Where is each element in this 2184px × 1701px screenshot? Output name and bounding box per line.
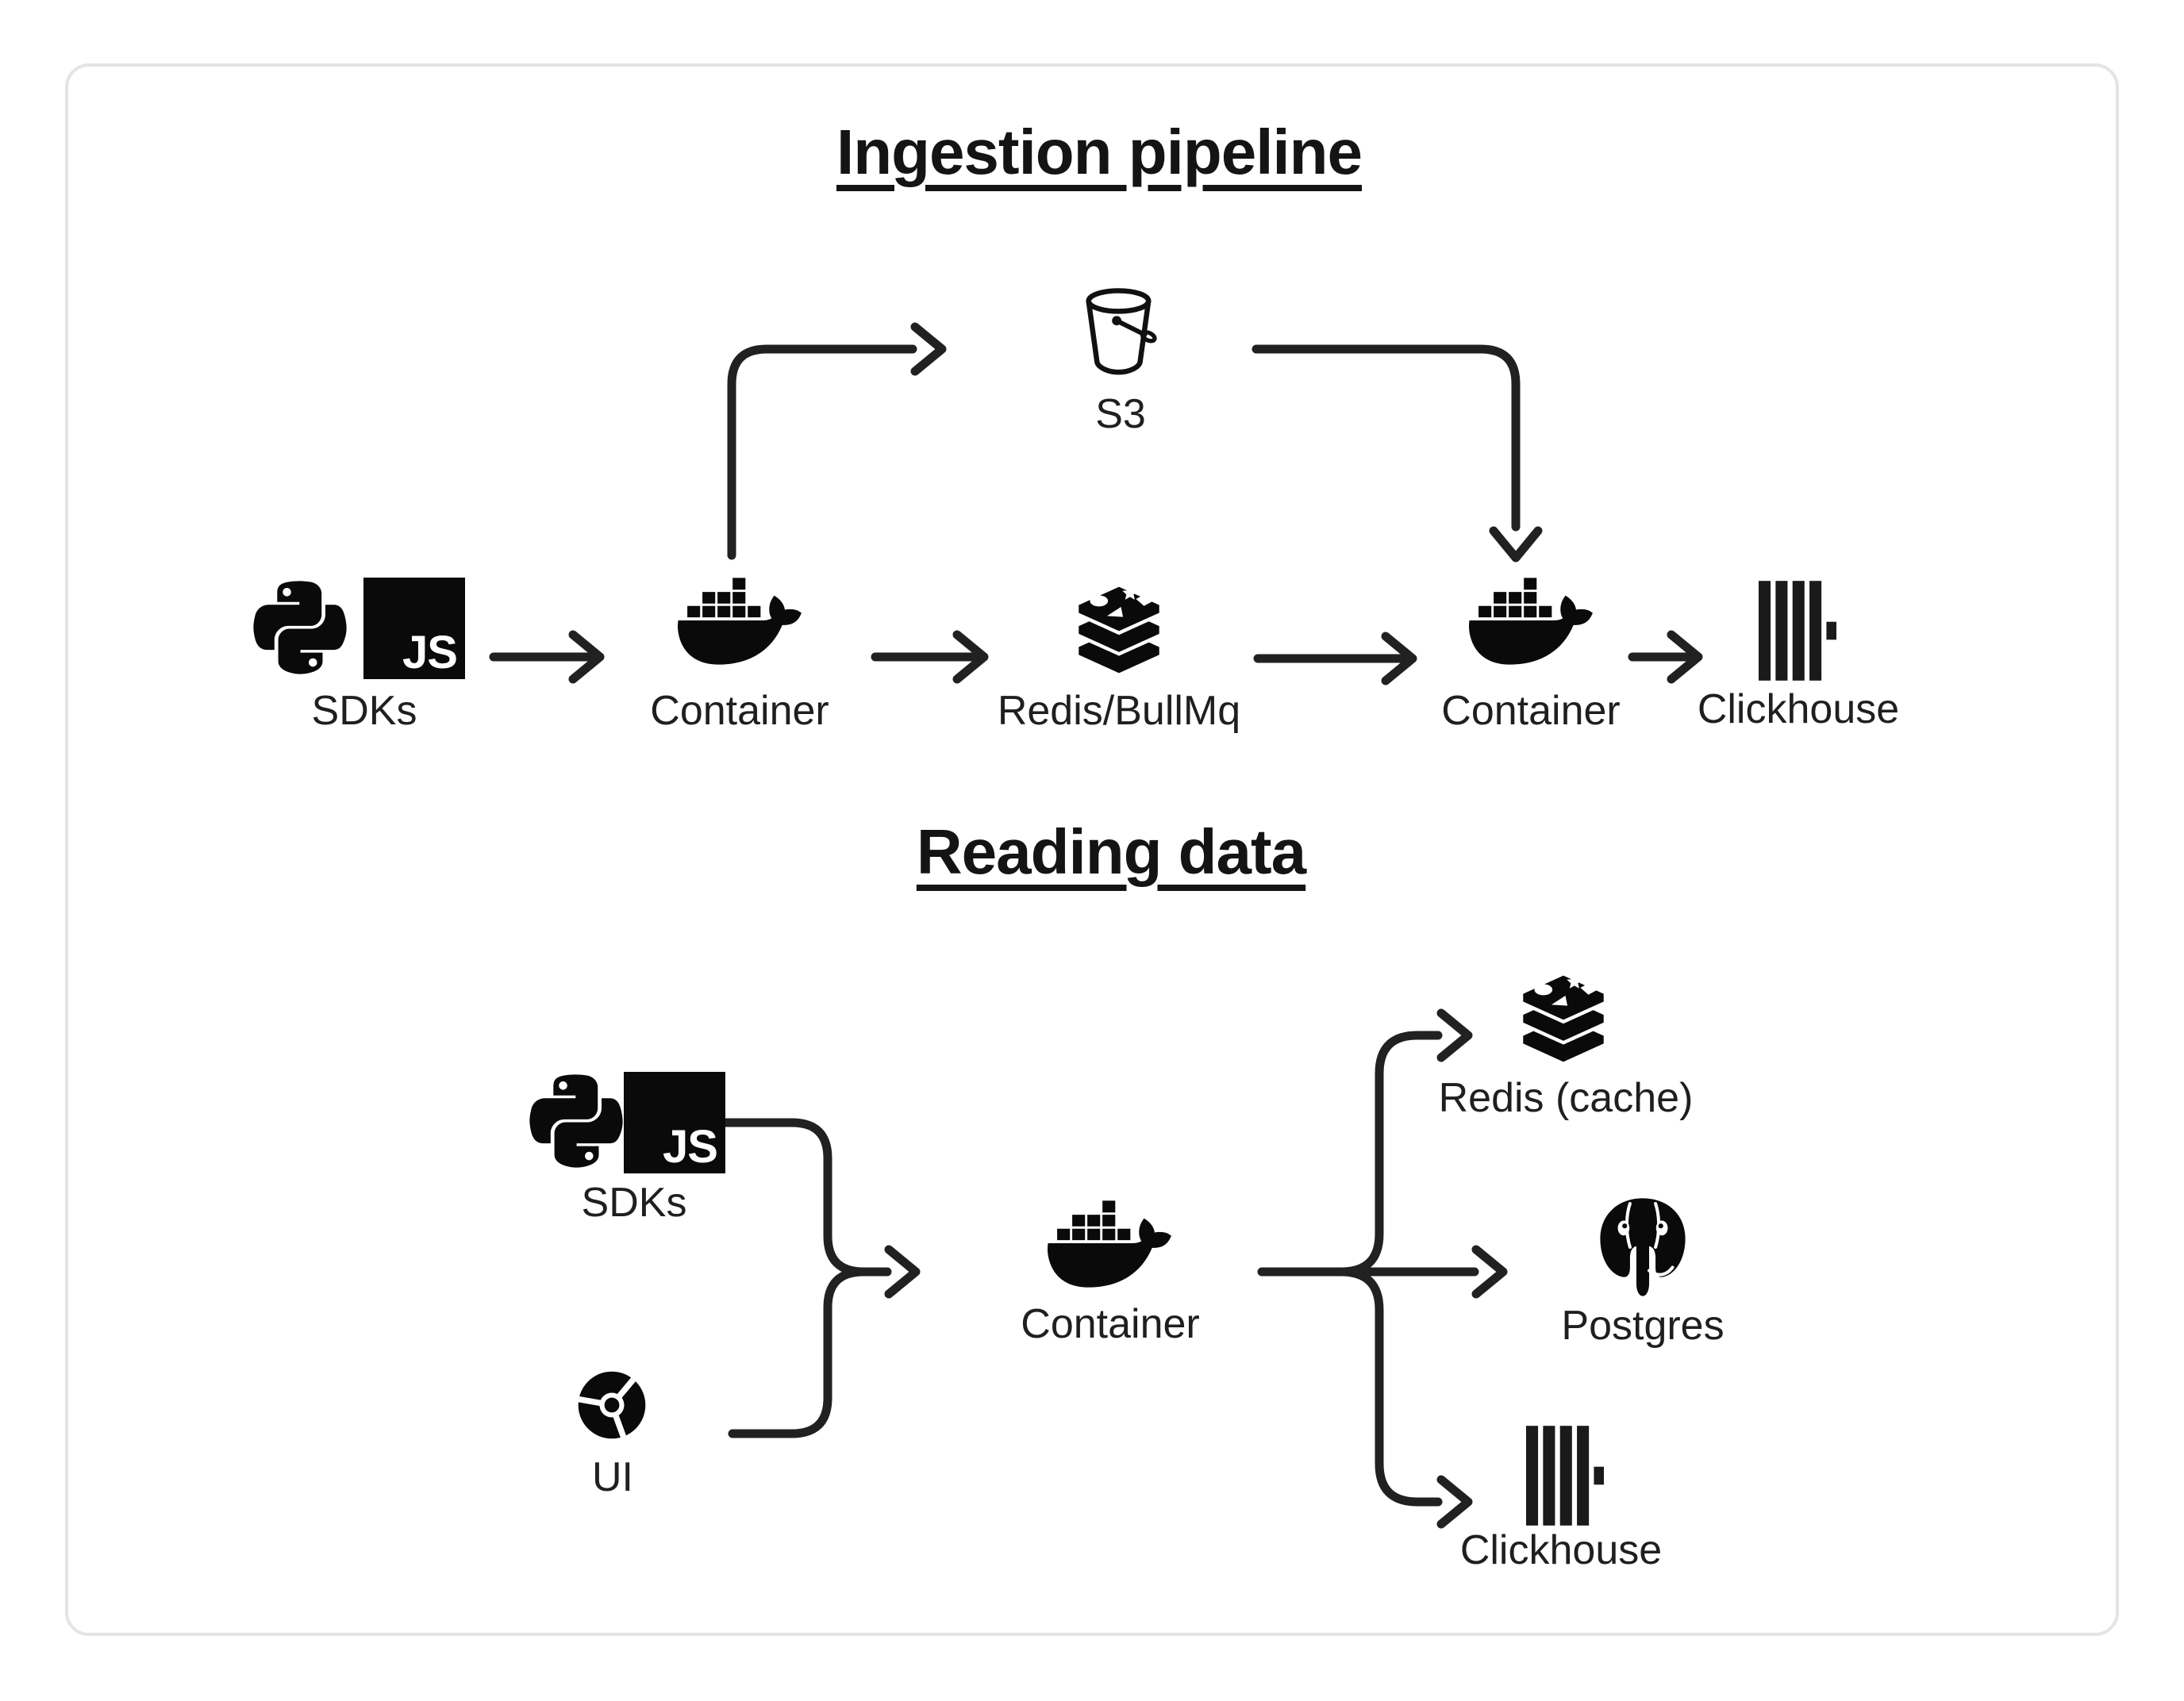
- javascript-icon: JS: [624, 1072, 725, 1173]
- s3-label: S3: [1095, 391, 1146, 437]
- ingestion-container-left-label: Container: [650, 688, 829, 734]
- js-badge-text: JS: [402, 626, 458, 678]
- chrome-browser-icon: [575, 1368, 649, 1442]
- docker-icon: [678, 570, 802, 672]
- redis-icon: [1509, 969, 1618, 1069]
- reading-ui-label: UI: [592, 1454, 633, 1500]
- reading-redis-cache-label: Redis (cache): [1438, 1075, 1694, 1121]
- ingestion-clickhouse-label: Clickhouse: [1697, 686, 1900, 732]
- postgres-elephant-icon: [1590, 1194, 1696, 1300]
- reading-sdks-label: SDKs: [581, 1180, 687, 1226]
- s3-bucket-icon: [1075, 279, 1168, 381]
- ingestion-container-right-label: Container: [1441, 688, 1621, 734]
- redis-icon: [1064, 580, 1174, 680]
- clickhouse-icon: [1526, 1426, 1604, 1526]
- reading-clickhouse-label: Clickhouse: [1459, 1527, 1663, 1573]
- js-badge-text: JS: [663, 1120, 718, 1173]
- reading-data-title: Reading data: [916, 816, 1306, 887]
- reading-postgres-label: Postgres: [1561, 1303, 1725, 1349]
- ingestion-queue-label: Redis/BullMq: [997, 688, 1241, 734]
- reading-container-label: Container: [1021, 1301, 1200, 1347]
- python-icon: [252, 574, 348, 681]
- ingestion-sdks-label: SDKs: [311, 688, 417, 734]
- ingestion-pipeline-title: Ingestion pipeline: [836, 117, 1363, 187]
- python-icon: [529, 1068, 624, 1174]
- docker-icon: [1469, 570, 1593, 672]
- docker-icon: [1048, 1193, 1171, 1295]
- clickhouse-icon: [1759, 581, 1836, 681]
- javascript-icon: JS: [363, 578, 465, 679]
